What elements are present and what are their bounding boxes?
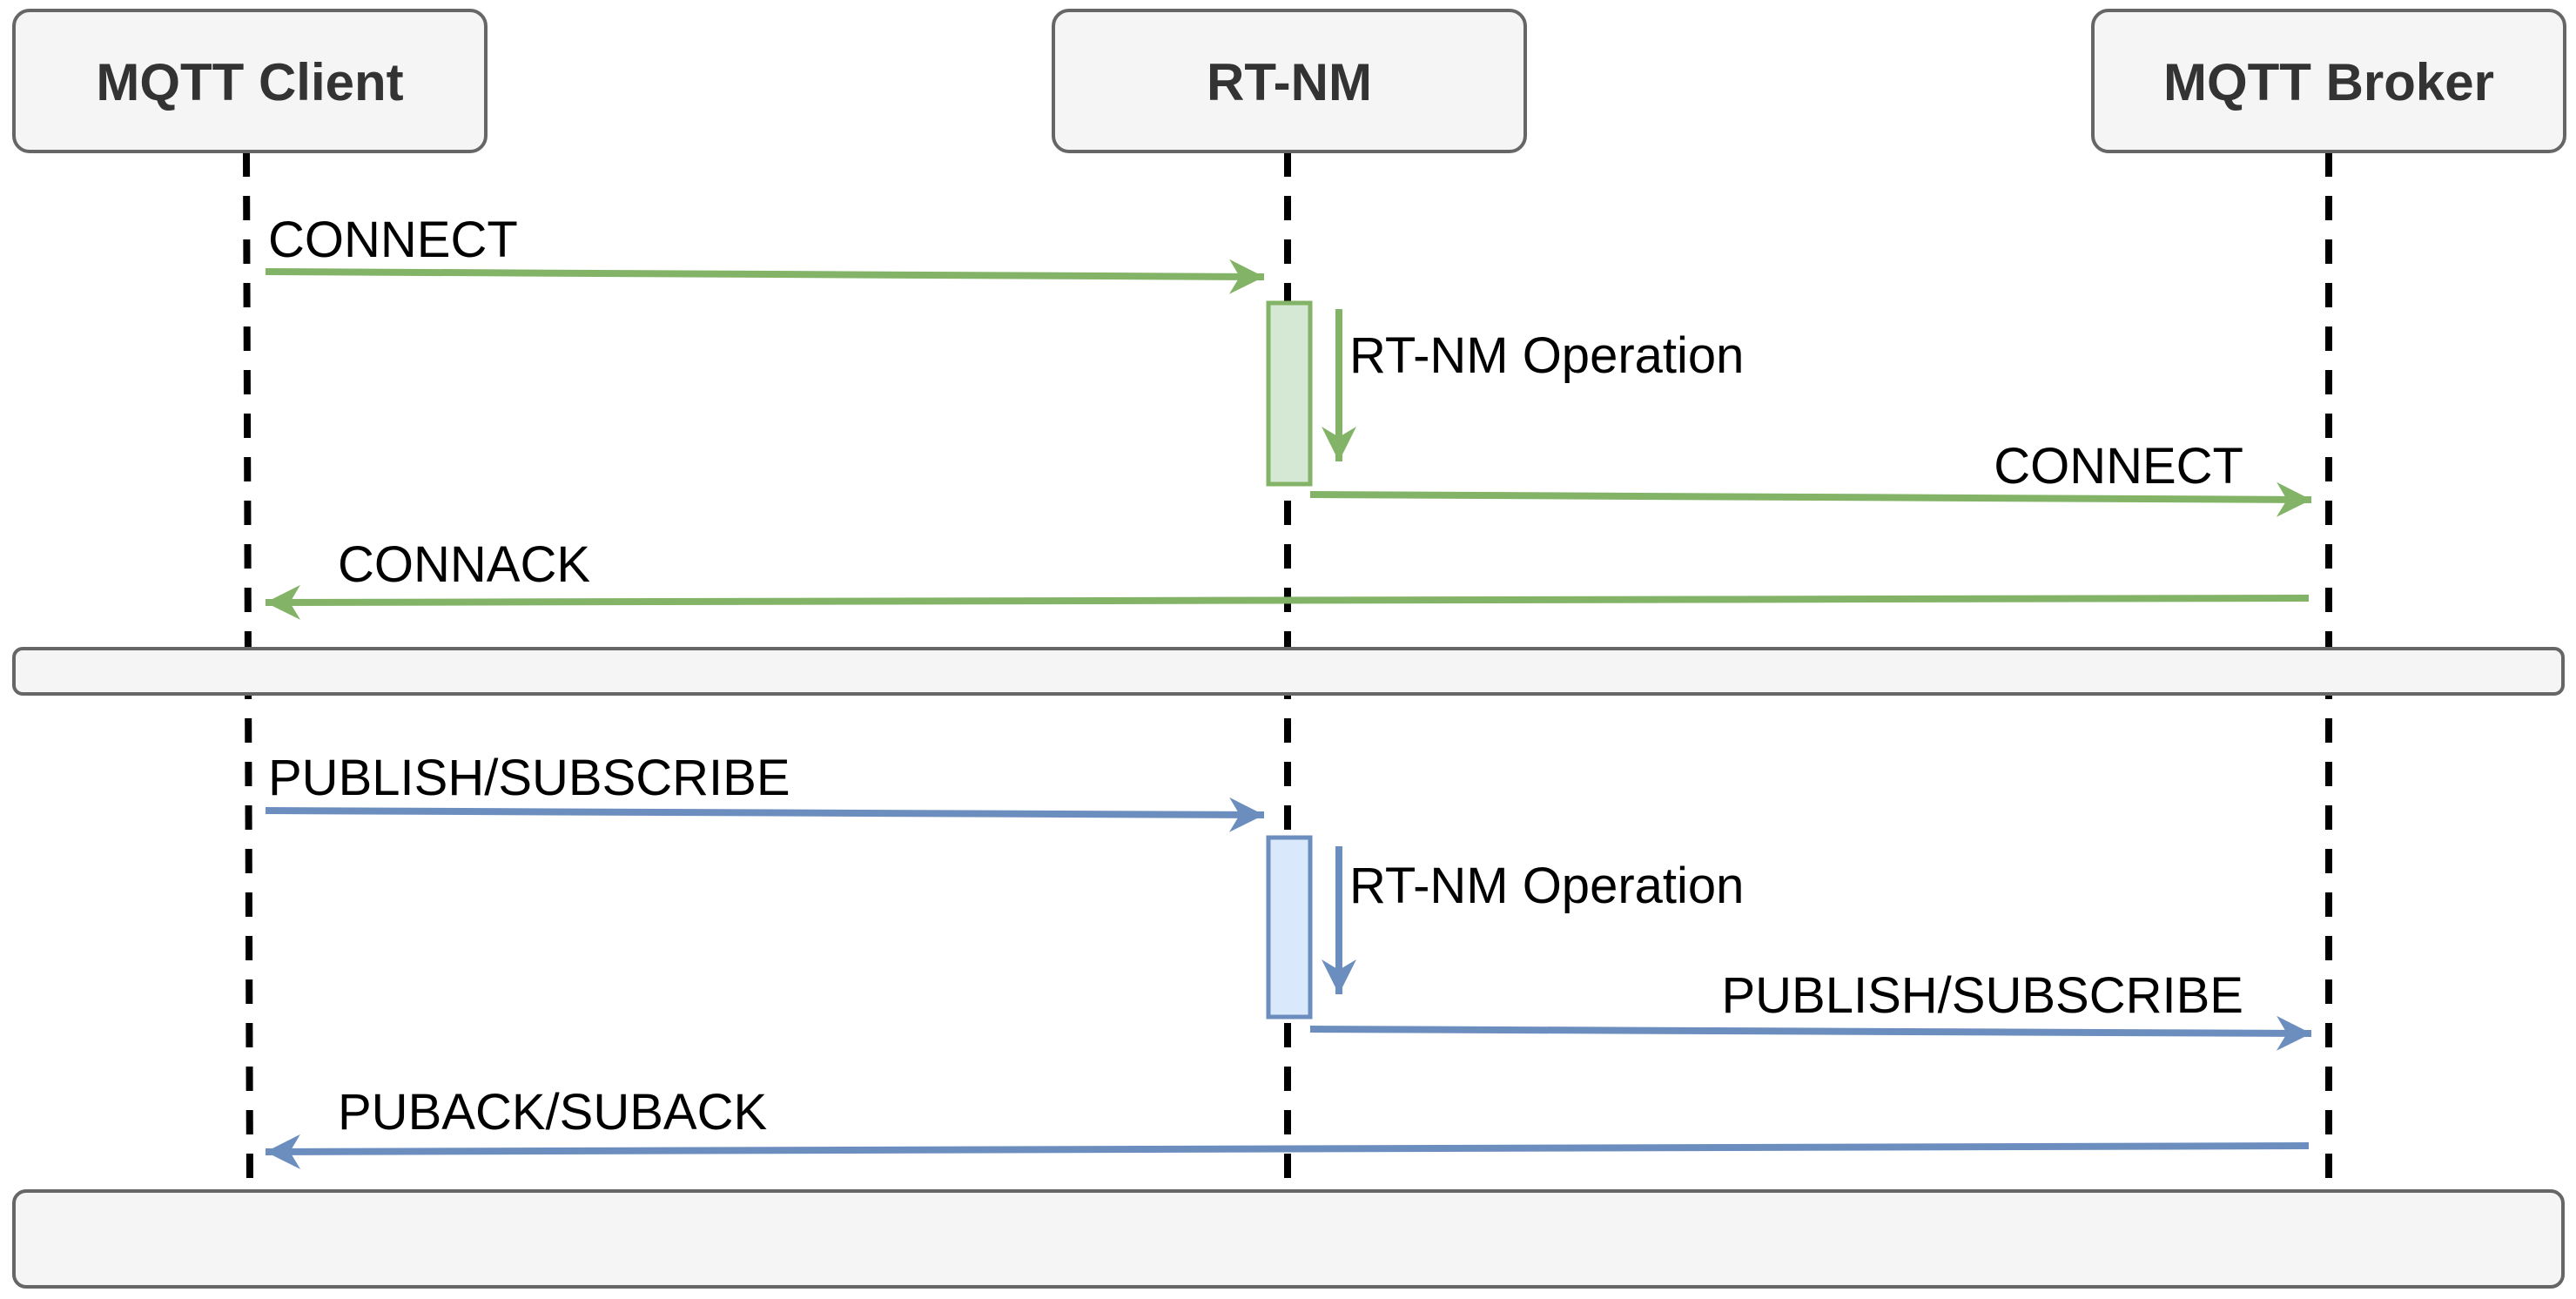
activation-bar-connect (1266, 300, 1313, 487)
arrow-connect-rtnm-to-broker (1309, 481, 2312, 517)
arrow-connect-client-to-rtnm (265, 259, 1265, 294)
label-connack: CONNACK (338, 536, 590, 593)
activation-bar-publish (1266, 835, 1313, 1020)
label-connect-1: CONNECT (268, 212, 518, 268)
label-publish-1: PUBLISH/SUBSCRIBE (268, 750, 790, 806)
arrow-puback-broker-to-client (265, 1134, 2310, 1169)
label-puback: PUBACK/SUBACK (338, 1084, 767, 1141)
arrow-publish-client-to-rtnm (265, 797, 1265, 832)
phase-separator-1 (12, 647, 2565, 696)
label-publish-2: PUBLISH/SUBSCRIBE (1721, 967, 2243, 1024)
participant-box-mqtt-broker (2091, 9, 2566, 153)
participant-label-mqtt-client: MQTT Client (96, 53, 403, 111)
phase-separator-2 (12, 1189, 2565, 1289)
participant-box-rt-nm (1052, 9, 1527, 153)
participant-label-rt-nm: RT-NM (1207, 53, 1372, 111)
label-connect-2: CONNECT (1994, 438, 2243, 495)
participant-label-mqtt-broker: MQTT Broker (2163, 53, 2494, 111)
label-rtnm-operation-1: RT-NM Operation (1349, 327, 1744, 384)
arrow-publish-rtnm-to-broker (1309, 1015, 2312, 1051)
label-rtnm-operation-2: RT-NM Operation (1349, 858, 1744, 914)
participant-box-mqtt-client (12, 9, 488, 153)
arrow-connack-broker-to-client (265, 584, 2310, 620)
